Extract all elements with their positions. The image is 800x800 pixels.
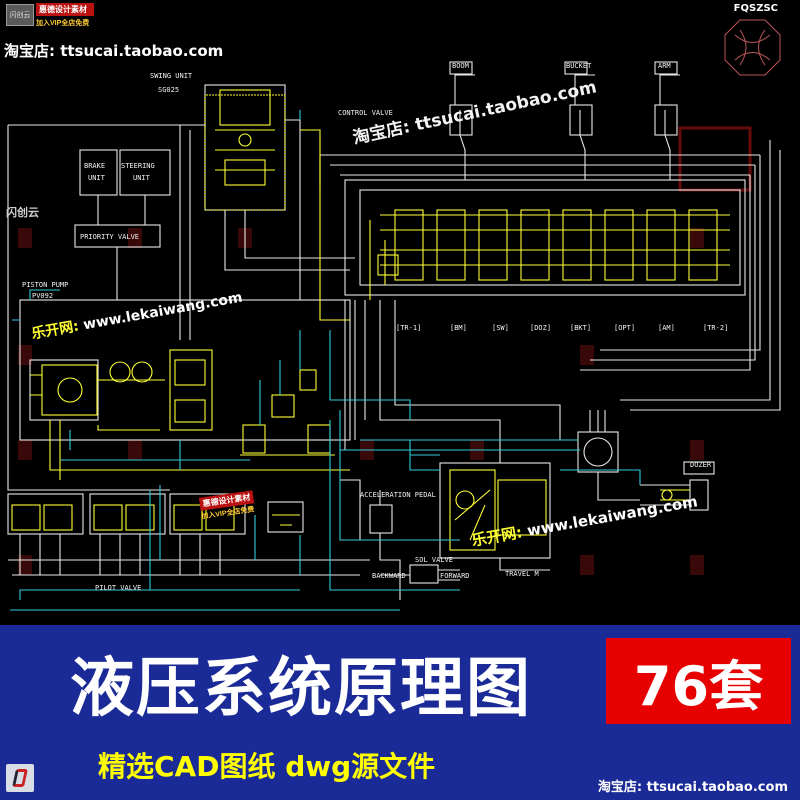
section-label: [TR-1] (396, 324, 421, 332)
bucket-label: BUCKET (566, 62, 592, 70)
piston-pump-label: PISTON PUMP (22, 281, 68, 289)
section-label: [OPT] (614, 324, 635, 332)
corner-code: FQSZSC (733, 3, 778, 14)
hydraulic-schematic: SWING UNIT SG025 CONTROL VALVE BRAKE UNI… (7, 19, 781, 611)
banner-subtitle: 精选CAD图纸 dwg源文件 (98, 750, 436, 783)
sol-valve-label: SOL VALVE (415, 556, 453, 564)
backward-label: BACKWARD (372, 572, 406, 580)
yun-watermark: 闪创云 (6, 206, 39, 219)
shop-logo-icon (6, 764, 34, 792)
section-label: [AM] (658, 324, 675, 332)
swing-model-label: SG025 (158, 86, 179, 94)
banner-title: 液压系统原理图 (70, 652, 532, 726)
arm-label: ARM (658, 62, 671, 70)
top-badge: 闪创云 (6, 4, 34, 26)
brand-line1: 惠德设计素材 (36, 3, 94, 16)
brake-unit-label: BRAKE (84, 162, 105, 170)
accel-pedal-label: ACCELERATION PEDAL (360, 491, 436, 499)
section-label: [DOZ] (530, 324, 551, 332)
pump-model-label: PV092 (32, 292, 53, 300)
brake-unit-label-2: UNIT (88, 174, 106, 182)
section-label: [BKT] (570, 324, 591, 332)
steering-unit-label: STEERING (121, 162, 155, 170)
travel-label: TRAVEL M (505, 570, 539, 578)
top-brand: 惠德设计素材 加入VIP全店免费 (36, 3, 94, 27)
boom-label: BOOM (452, 62, 469, 70)
top-shop-url: 淘宝店: ttsucai.taobao.com (4, 42, 224, 60)
section-label: [BM] (450, 324, 467, 332)
swing-unit-label: SWING UNIT (150, 72, 193, 80)
pilot-valve-label: PILOT VALVE (95, 584, 141, 592)
priority-valve-label: PRIORITY VALVE (80, 233, 139, 241)
top-badge-text: 闪创云 (9, 12, 31, 19)
steering-unit-label-2: UNIT (133, 174, 151, 182)
section-labels: [TR-1] [BM] [SW] [DOZ] [BKT] [OPT] [AM] … (396, 324, 728, 332)
section-label: [SW] (492, 324, 509, 332)
schematic-canvas: SWING UNIT SG025 CONTROL VALVE BRAKE UNI… (4, 3, 781, 611)
banner-shop-url: 淘宝店: ttsucai.taobao.com (597, 780, 788, 795)
control-valve-label: CONTROL VALVE (338, 109, 393, 117)
banner-count-badge: 76套 (606, 638, 791, 724)
section-label: [TR-2] (703, 324, 728, 332)
dozer-label: DOZER (690, 461, 712, 469)
forward-label: FORWARD (440, 572, 470, 580)
brand-line2: 加入VIP全店免费 (36, 20, 90, 27)
